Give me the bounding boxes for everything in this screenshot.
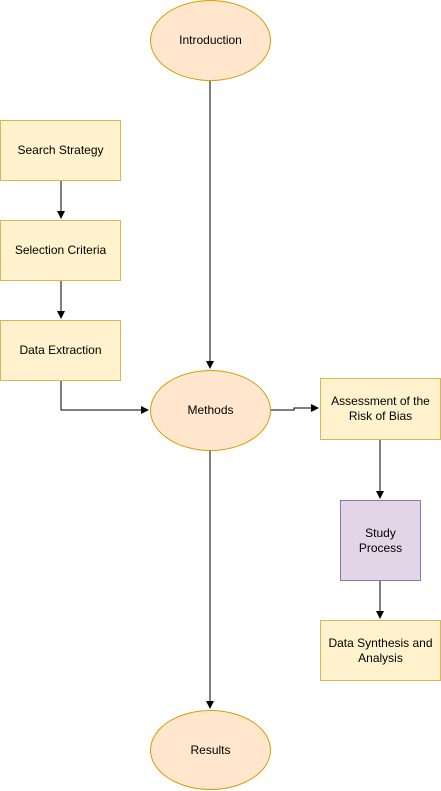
node-data-synthesis-analysis: Data Synthesis and Analysis: [320, 620, 441, 681]
node-data-extraction: Data Extraction: [0, 320, 121, 381]
node-results-label: Results: [190, 742, 231, 757]
node-assessment-label: Assessment of the Risk of Bias: [331, 394, 430, 423]
node-methods-label: Methods: [187, 403, 234, 417]
node-study-process: Study Process: [340, 500, 421, 581]
node-selection-criteria: Selection Criteria: [0, 220, 121, 281]
node-study-process-label: Study Process: [358, 525, 403, 555]
node-search-strategy-label: Search Strategy: [17, 143, 104, 157]
node-selection-criteria-label: Selection Criteria: [14, 243, 107, 257]
node-introduction: Introduction: [150, 0, 271, 81]
node-assessment-risk-of-bias: Assessment of the Risk of Bias: [320, 378, 441, 440]
edge-extraction-methods: [60, 380, 149, 414]
node-data-synthesis-label: Data Synthesis and Analysis: [328, 635, 433, 665]
node-introduction-label: Introduction: [179, 33, 242, 47]
node-search-strategy: Search Strategy: [0, 120, 121, 181]
edge-methods-assessment: [270, 404, 319, 412]
node-results: Results: [150, 710, 271, 790]
node-data-extraction-label: Data Extraction: [19, 343, 102, 357]
node-methods: Methods: [150, 370, 271, 451]
